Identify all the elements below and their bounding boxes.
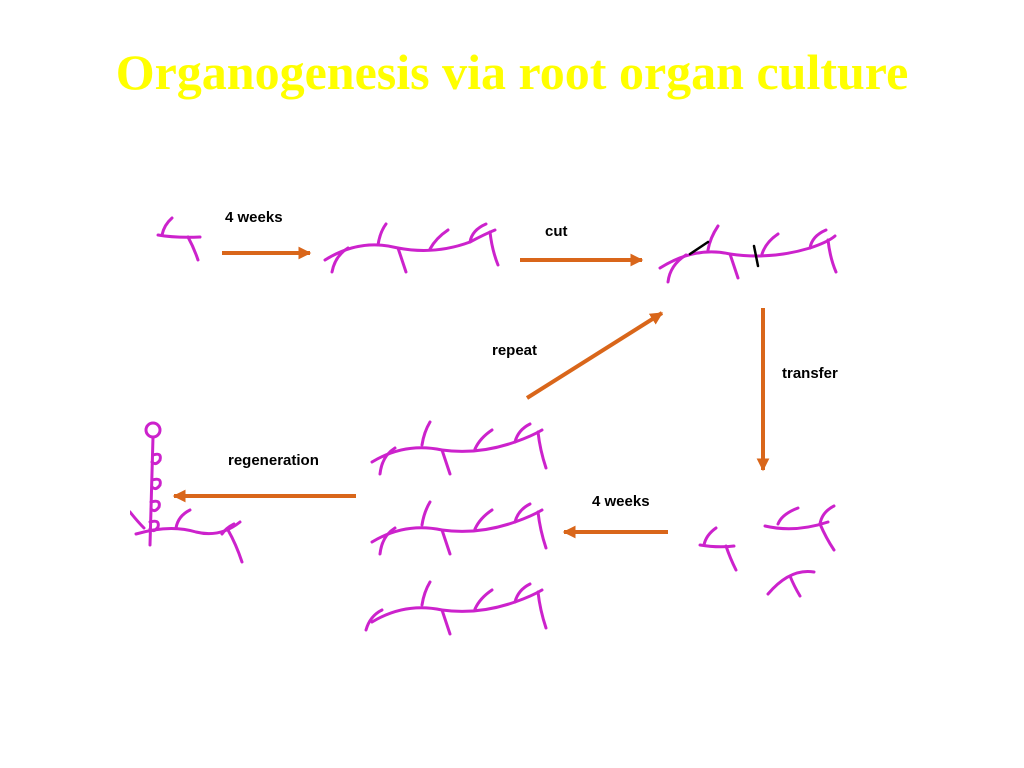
arrow-repeat — [525, 311, 664, 400]
label-cut: cut — [545, 223, 568, 240]
root-grown-copy-3 — [364, 580, 548, 636]
root-segment-initial — [156, 216, 202, 262]
root-segments-transferred — [698, 504, 836, 598]
root-grown-copy-2 — [370, 500, 548, 556]
root-cut — [658, 224, 838, 284]
label-repeat: repeat — [492, 342, 537, 359]
label-4-weeks-bottom: 4 weeks — [592, 493, 650, 510]
root-grown — [323, 222, 500, 274]
root-grown-copy-1 — [370, 420, 548, 476]
cut-marks — [688, 240, 760, 268]
slide-title: Organogenesis via root organ culture — [115, 44, 909, 100]
regenerated-shoot — [130, 421, 244, 564]
label-regeneration: regeneration — [228, 452, 319, 469]
label-transfer: transfer — [782, 365, 838, 382]
root-culture-diagram: 4 weeks cut transfer — [130, 150, 870, 650]
label-4-weeks-top: 4 weeks — [225, 209, 283, 226]
